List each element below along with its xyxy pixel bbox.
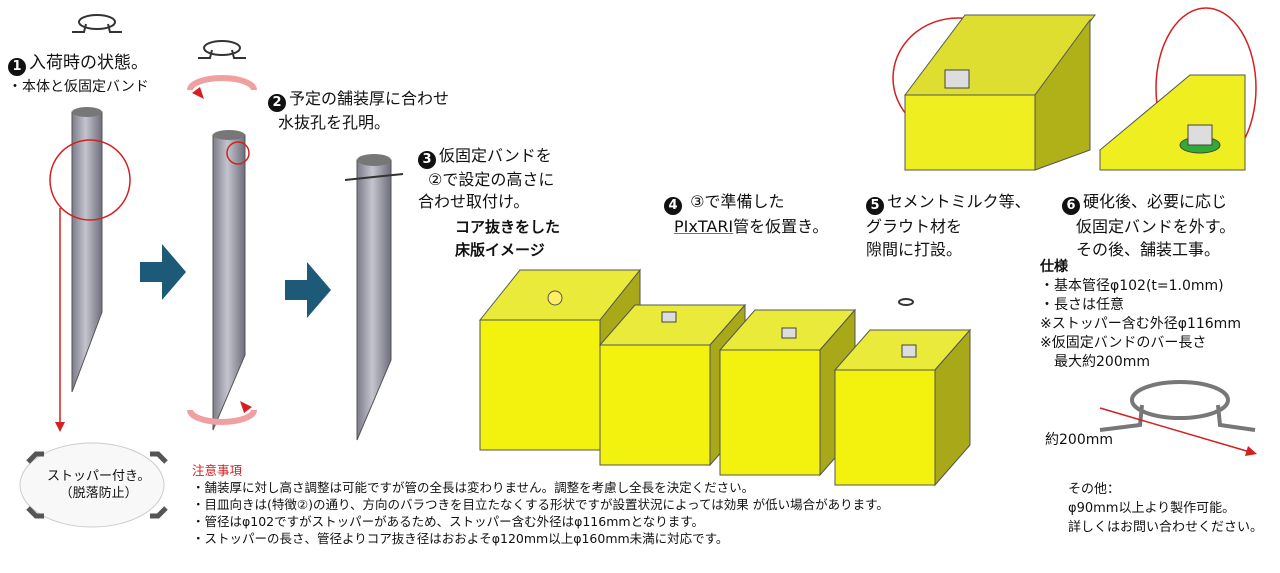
core-caption: コア抜きをした床版イメージ — [455, 218, 561, 259]
band-drawing — [1099, 380, 1256, 432]
pipe-1 — [71, 107, 103, 393]
spec-list: 仕様 ・基本管径φ102(t=1.0mm)・長さは任意※ストッパー含む外径φ11… — [1040, 259, 1241, 370]
slab-block — [478, 14, 1246, 487]
band-length-label: 約200mm — [1045, 432, 1113, 448]
stopper-callout — [19, 442, 165, 528]
notes: 注意事項 ・舗装厚に対し高さ調整は可能ですが管の全長は変わりません。調整を考慮し… — [192, 463, 889, 546]
other-info: その他：φ90mm以上より製作可能。詳しくはお問い合わせください。 — [1068, 482, 1264, 535]
stopper-text: ストッパー付き。（脱落防止） — [47, 469, 151, 501]
band-icon — [72, 14, 914, 306]
pipe-3 — [344, 154, 404, 441]
pipe-2 — [212, 130, 246, 431]
